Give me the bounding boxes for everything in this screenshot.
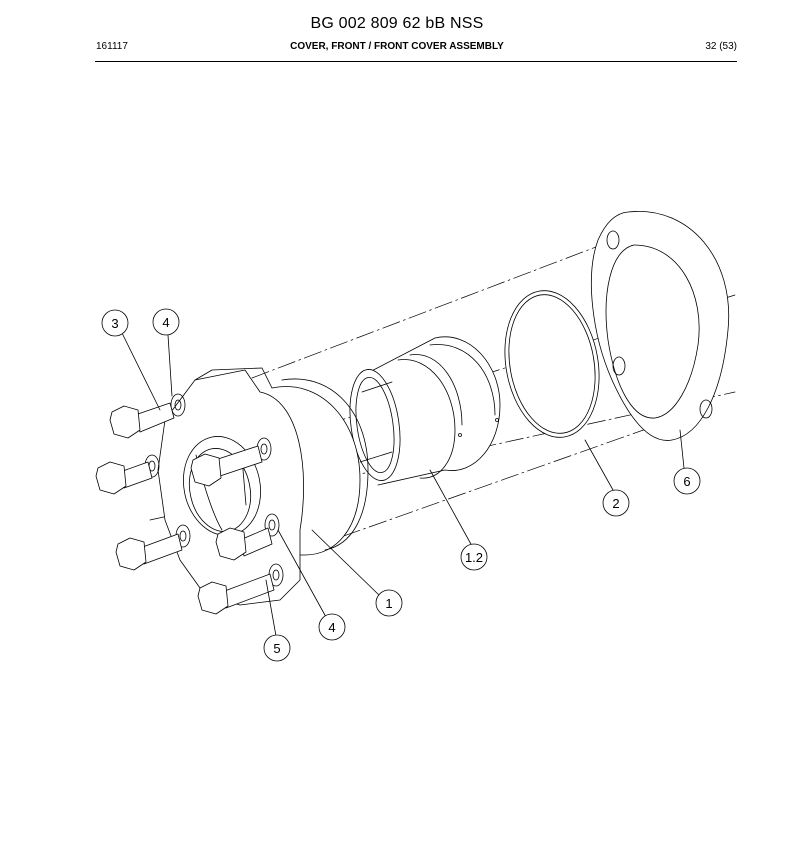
gasket-plate <box>591 211 730 441</box>
page-number: 32 (53) <box>705 41 737 52</box>
callout-1: 1 <box>375 589 403 617</box>
svg-text:6: 6 <box>683 474 690 489</box>
o-ring <box>504 290 600 438</box>
svg-text:3: 3 <box>111 316 118 331</box>
svg-text:1: 1 <box>385 596 392 611</box>
date-code: 161117 <box>96 41 128 52</box>
callout-5: 5 <box>263 634 291 662</box>
callout-1-2: 1.2 <box>460 543 488 571</box>
leader-lines <box>121 332 685 637</box>
svg-text:4: 4 <box>328 620 335 635</box>
callout-3: 3 <box>101 309 129 337</box>
callout-6: 6 <box>673 467 701 495</box>
callout-4-top: 4 <box>152 308 180 336</box>
hex-bolts <box>95 402 275 615</box>
front-cover <box>157 367 369 606</box>
svg-text:1.2: 1.2 <box>465 550 483 565</box>
svg-text:2: 2 <box>612 496 619 511</box>
sleeve <box>349 336 501 486</box>
callout-balloons: 3 4 1.2 2 6 1 4 5 <box>101 308 701 662</box>
section-title: COVER, FRONT / FRONT COVER ASSEMBLY <box>290 41 504 52</box>
svg-text:5: 5 <box>273 641 280 656</box>
callout-4-bottom: 4 <box>318 613 346 641</box>
document-title: BG 002 809 62 bB NSS <box>310 15 484 32</box>
callout-2: 2 <box>602 489 630 517</box>
svg-text:4: 4 <box>162 315 169 330</box>
header-rule <box>95 61 737 62</box>
